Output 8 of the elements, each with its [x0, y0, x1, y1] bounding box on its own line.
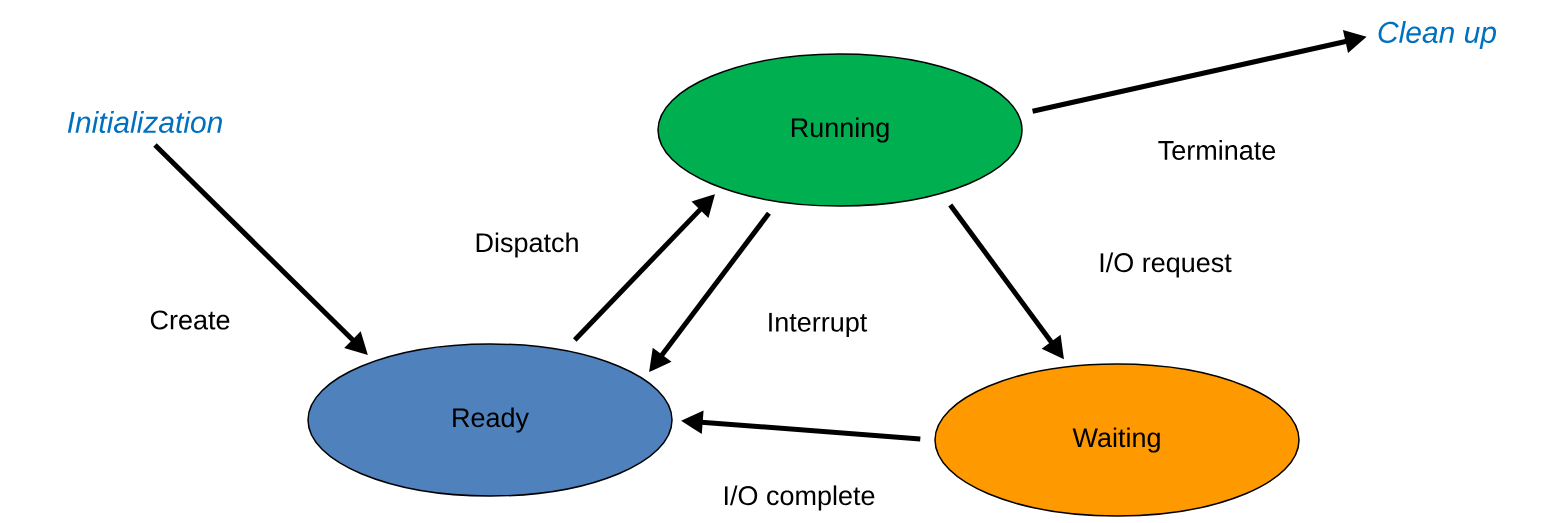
state-label: Initialization: [67, 111, 222, 133]
edge-label: Create: [150, 310, 230, 330]
edge-label: Terminate: [1158, 140, 1276, 160]
edge-label: Dispatch: [476, 232, 578, 258]
edge-label: I/O complete: [724, 485, 875, 511]
edge-label: I/O request: [1100, 252, 1232, 278]
state-label: Clean up: [1378, 21, 1497, 49]
edge-label: Interrupt: [769, 312, 868, 338]
